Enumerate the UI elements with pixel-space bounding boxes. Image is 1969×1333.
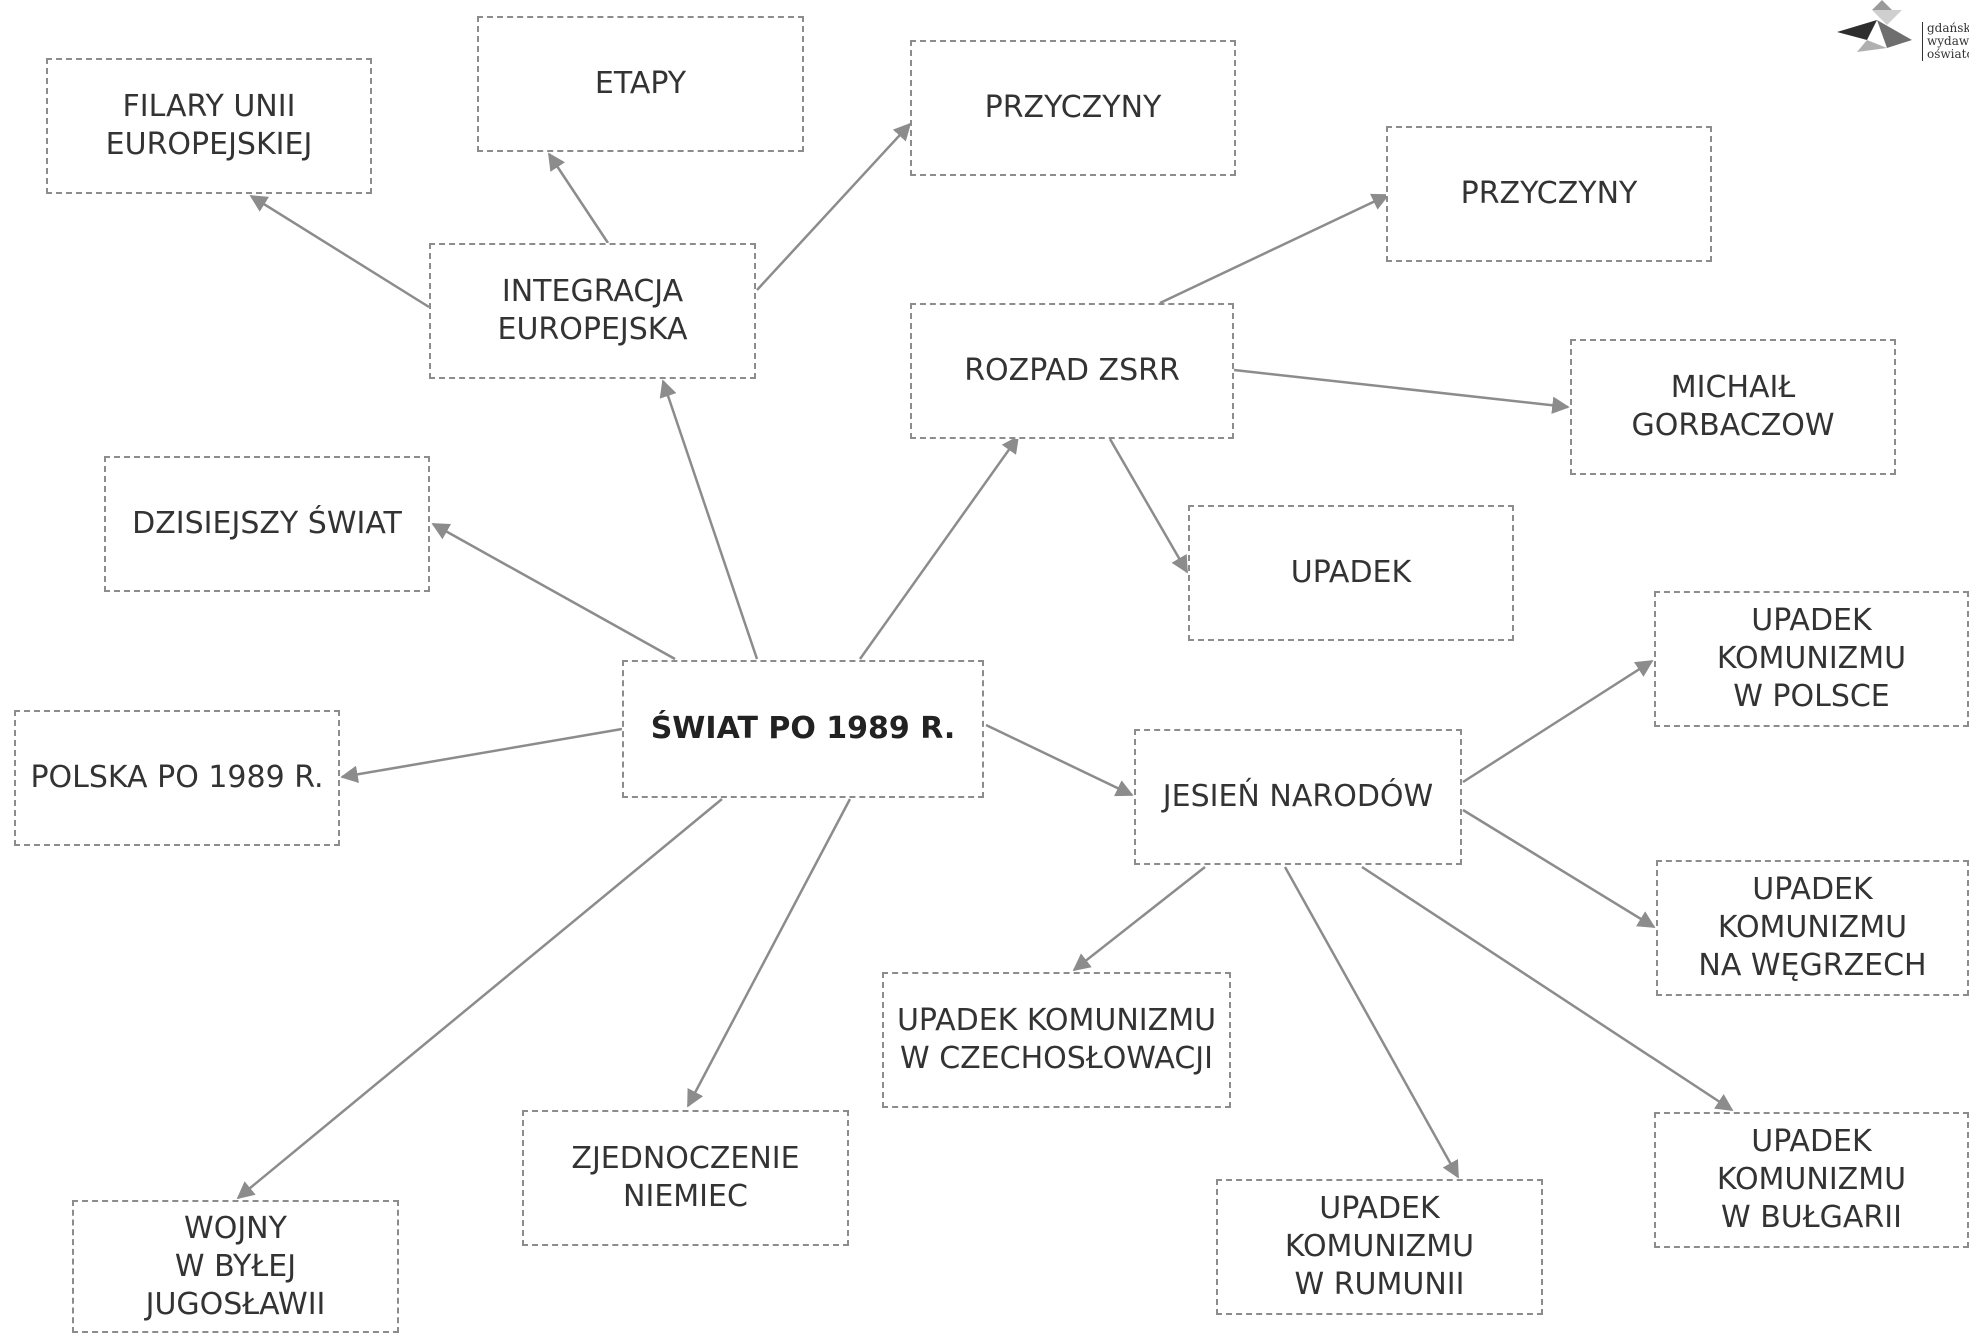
node-jesien-narodow: JESIEŃ NARODÓW <box>1134 729 1462 865</box>
arrow-integracja-to-etapy <box>547 152 610 244</box>
node-filary-unii: FILARY UNII EUROPEJSKIEJ <box>46 58 372 194</box>
arrow-integracja-to-filary <box>249 194 430 309</box>
node-integracja-europejska: INTEGRACJA EUROPEJSKA <box>429 243 756 379</box>
node-upadek-w-bulgarii: UPADEK KOMUNIZMU W BUŁGARII <box>1654 1112 1969 1248</box>
arrow-swiat-to-polska <box>340 727 623 783</box>
arrow-swiat-to-dzisiejszy <box>431 522 676 661</box>
arrow-swiat-to-zjednoczenie <box>686 798 852 1108</box>
node-dzisiejszy-swiat: DZISIEJSZY ŚWIAT <box>104 456 430 592</box>
node-upadek-w-rumunii: UPADEK KOMUNIZMU W RUMUNII <box>1216 1179 1543 1315</box>
arrow-jesien-to-czecho <box>1072 866 1206 972</box>
gdansk-publisher-logo-icon <box>1837 0 1912 52</box>
arrow-rozpad-to-przyczyny2 <box>1159 193 1390 305</box>
arrow-integracja-to-przyczyny1 <box>756 122 912 291</box>
arrow-swiat-to-jesien <box>985 723 1134 797</box>
node-upadek-na-wegrzech: UPADEK KOMUNIZMU NA WĘGRZECH <box>1656 860 1969 996</box>
node-wojny-w-jugoslawii: WOJNY W BYŁEJ JUGOSŁAWII <box>72 1200 399 1333</box>
arrow-swiat-to-rozpad <box>858 435 1020 660</box>
node-polska-po-1989: POLSKA PO 1989 R. <box>14 710 340 846</box>
arrow-rozpad-to-gorbaczow <box>1233 368 1570 414</box>
arrow-jesien-to-wegrzech <box>1462 808 1656 929</box>
node-michail-gorbaczow: MICHAIŁ GORBACZOW <box>1570 339 1896 475</box>
arrow-rozpad-to-upadek <box>1108 438 1189 574</box>
node-upadek: UPADEK <box>1188 505 1514 641</box>
arrow-jesien-to-bulgarii <box>1361 865 1734 1112</box>
arrow-swiat-to-wojny <box>236 798 723 1200</box>
node-rozpad-zsrr: ROZPAD ZSRR <box>910 303 1234 439</box>
arrow-jesien-to-rumunii <box>1283 866 1460 1179</box>
arrow-jesien-to-polsce <box>1462 659 1654 784</box>
node-upadek-w-czechoslowacji: UPADEK KOMUNIZMU W CZECHOSŁOWACJI <box>882 972 1231 1108</box>
arrow-swiat-to-integracja <box>659 379 759 660</box>
node-upadek-w-polsce: UPADEK KOMUNIZMU W POLSCE <box>1654 591 1969 727</box>
node-przyczyny-integracji: PRZYCZYNY <box>910 40 1236 176</box>
logo-text: gdańskie wydawnictwo oświatowe <box>1922 22 1969 61</box>
node-zjednoczenie-niemiec: ZJEDNOCZENIE NIEMIEC <box>522 1110 849 1246</box>
node-swiat-po-1989: ŚWIAT PO 1989 R. <box>622 660 984 798</box>
node-etapy: ETAPY <box>477 16 804 152</box>
node-przyczyny-rozpadu: PRZYCZYNY <box>1386 126 1712 262</box>
